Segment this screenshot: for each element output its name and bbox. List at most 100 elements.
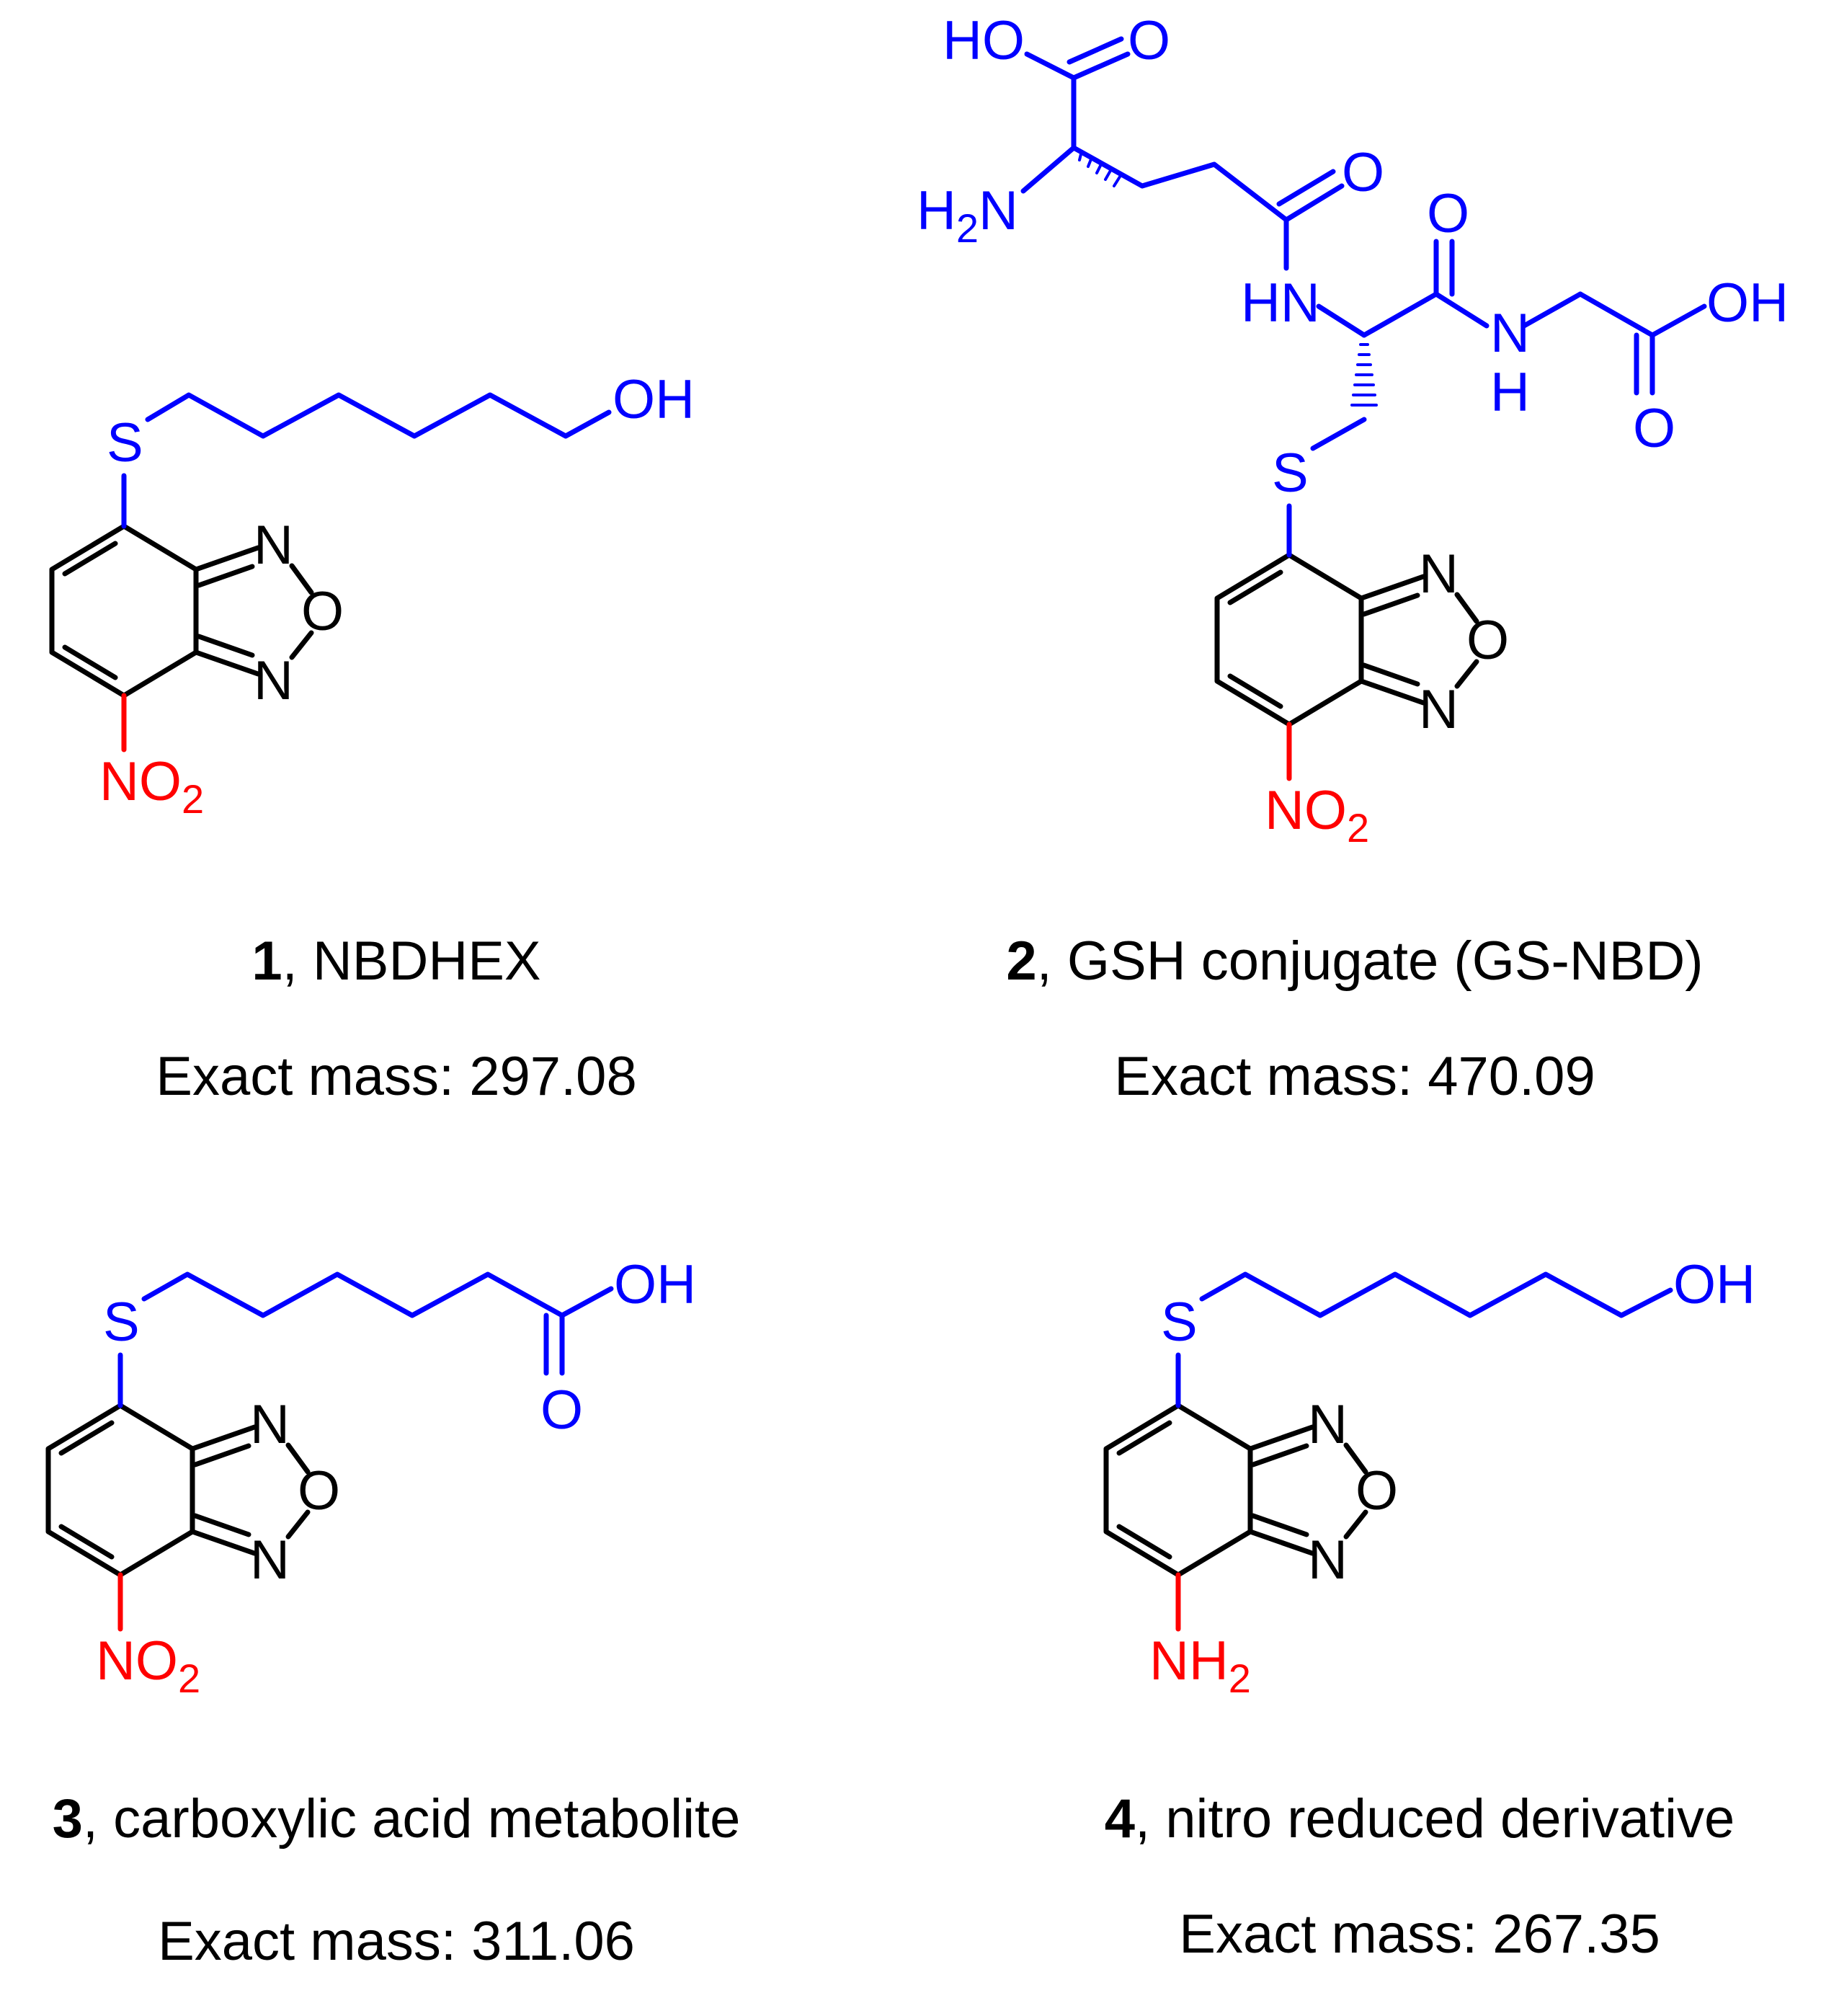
atom-HO: HO: [943, 10, 1025, 71]
amide1-carbonyl-bond: [1283, 183, 1345, 223]
atom-O: O: [298, 1460, 340, 1522]
oxadiazole-bond: [190, 1424, 257, 1452]
compound-2-caption: 2, GSH conjugate (GS-NBD): [1006, 931, 1704, 992]
oxadiazole-double-bond: [1250, 1443, 1309, 1467]
compound-4-caption: 4, nitro reduced derivative: [1104, 1788, 1735, 1850]
oxadiazole-double-bond: [1361, 592, 1420, 617]
compound-2-mass: Exact mass: 470.09: [1114, 1046, 1595, 1107]
acid-oh-bond: [1024, 51, 1077, 81]
hn-calpha-bond: [1316, 303, 1367, 338]
atom-O: O: [540, 1380, 583, 1441]
carbonyl-nh-bond: [1433, 291, 1490, 329]
atom-O: O: [1427, 183, 1469, 244]
compound-4-structure: S OH N O N NH2: [1103, 1254, 1755, 1701]
pentyl-chain: [141, 1271, 565, 1318]
compound-4-side-chain: [1175, 1271, 1673, 1408]
hashed-wedge-cys: [1350, 343, 1378, 407]
oxadiazole-bond: [289, 563, 314, 595]
atom-OH: OH: [613, 369, 695, 430]
oxadiazole-bond: [285, 1509, 311, 1540]
hashed-wedge-glu: [1078, 153, 1123, 187]
oxadiazole-double-bond: [192, 1513, 251, 1537]
compound-3-structure: S OH O N O N NO2: [45, 1254, 696, 1701]
oxadiazole-double-bond: [1361, 662, 1420, 687]
compound-2-structure: HO O H2N O HN O N H OH O S N O N NO2: [917, 10, 1789, 851]
atom-H: H: [1490, 362, 1530, 423]
atom-OH: OH: [614, 1254, 696, 1315]
compound-1-side-chain: [121, 392, 612, 529]
s-ch2-bond: [1310, 417, 1367, 451]
oxadiazole-bond: [1343, 1509, 1368, 1540]
atom-S: S: [107, 412, 143, 474]
compound-3-mass: Exact mass: 311.06: [158, 1911, 635, 1972]
nitro-group: NO2: [96, 1630, 200, 1701]
compound-1-caption: 1, NBDHEX: [251, 931, 541, 992]
atom-N: N: [1419, 543, 1459, 605]
atom-N: N: [250, 1394, 290, 1455]
glutamyl-chain: [1071, 75, 1289, 223]
acid-carbonyl-double-bond: [1067, 36, 1124, 65]
hexyl-chain: [145, 392, 612, 439]
ring-inner-double-bond: [1116, 1524, 1172, 1560]
oxadiazole-bond: [1358, 574, 1426, 601]
oxadiazole-bond: [1247, 1424, 1315, 1452]
compound-1-structure: S OH N O N NO2: [49, 369, 695, 822]
atom-S: S: [1161, 1292, 1198, 1353]
atom-N: N: [250, 1529, 290, 1591]
oxadiazole-bond: [1454, 659, 1479, 689]
ring-inner-double-bond: [1227, 673, 1283, 709]
oxadiazole-bond: [1247, 1529, 1315, 1556]
amino-group: H2N: [917, 180, 1018, 251]
atom-OH: OH: [1673, 1254, 1755, 1315]
hexyl-chain: [1199, 1271, 1673, 1318]
oxadiazole-bond: [285, 1442, 311, 1475]
atom-N: N: [1419, 679, 1459, 740]
amide1-carbonyl-double-bond: [1276, 169, 1336, 207]
stereo-hash-bonds: [1078, 153, 1378, 407]
oxadiazole-bond: [190, 1529, 257, 1556]
nh-ch2-bond: [1521, 291, 1583, 329]
compound-3-caption: 3, carboxylic acid metabolite: [52, 1788, 741, 1850]
atom-O: O: [301, 581, 344, 642]
oxadiazole-bond: [1454, 592, 1479, 624]
oxadiazole-bond: [289, 630, 314, 660]
oxadiazole-bond: [193, 649, 261, 677]
atom-O: O: [1128, 10, 1170, 71]
oxadiazole-double-bond: [196, 564, 255, 588]
ch2-cooh-bond: [1577, 291, 1655, 338]
oxadiazole-bond: [1343, 1442, 1368, 1475]
oxadiazole-double-bond: [196, 634, 255, 658]
ring-inner-double-bond: [1227, 569, 1283, 605]
atom-N: N: [254, 650, 293, 711]
atom-O: O: [1466, 610, 1509, 671]
alpha-n-bond: [1020, 145, 1077, 194]
nitro-group: NO2: [1265, 780, 1369, 851]
acid-carbonyl-bond: [1071, 51, 1131, 81]
amino-group: NH2: [1149, 1630, 1251, 1701]
atom-N: N: [1308, 1529, 1348, 1591]
cooh-oh-bond: [1649, 303, 1707, 338]
atom-S: S: [1272, 443, 1309, 504]
ring-inner-double-bond: [62, 644, 118, 680]
atom-N: N: [1308, 1394, 1348, 1455]
benzo-ring: [45, 1403, 195, 1578]
oxadiazole-double-bond: [1250, 1513, 1309, 1537]
atom-N: N: [1490, 303, 1530, 364]
oxadiazole-bond: [193, 545, 261, 572]
atom-OH: OH: [1706, 272, 1789, 334]
atom-N: N: [254, 515, 293, 576]
oxadiazole-double-bond: [192, 1443, 251, 1467]
oxadiazole-bond: [1358, 678, 1426, 706]
compound-3-side-chain: [117, 1271, 614, 1408]
atom-O: O: [1355, 1460, 1398, 1522]
atom-O: O: [1342, 142, 1384, 203]
ring-inner-double-bond: [58, 1524, 115, 1560]
ring-inner-double-bond: [62, 541, 118, 577]
compound-4-mass: Exact mass: 267.35: [1179, 1904, 1660, 1965]
atom-S: S: [103, 1292, 140, 1353]
calpha-carbonyl-bond: [1361, 291, 1439, 338]
atom-O: O: [1633, 398, 1675, 459]
benzo-ring: [49, 523, 199, 698]
compound-2-glutathione: [1020, 36, 1707, 558]
